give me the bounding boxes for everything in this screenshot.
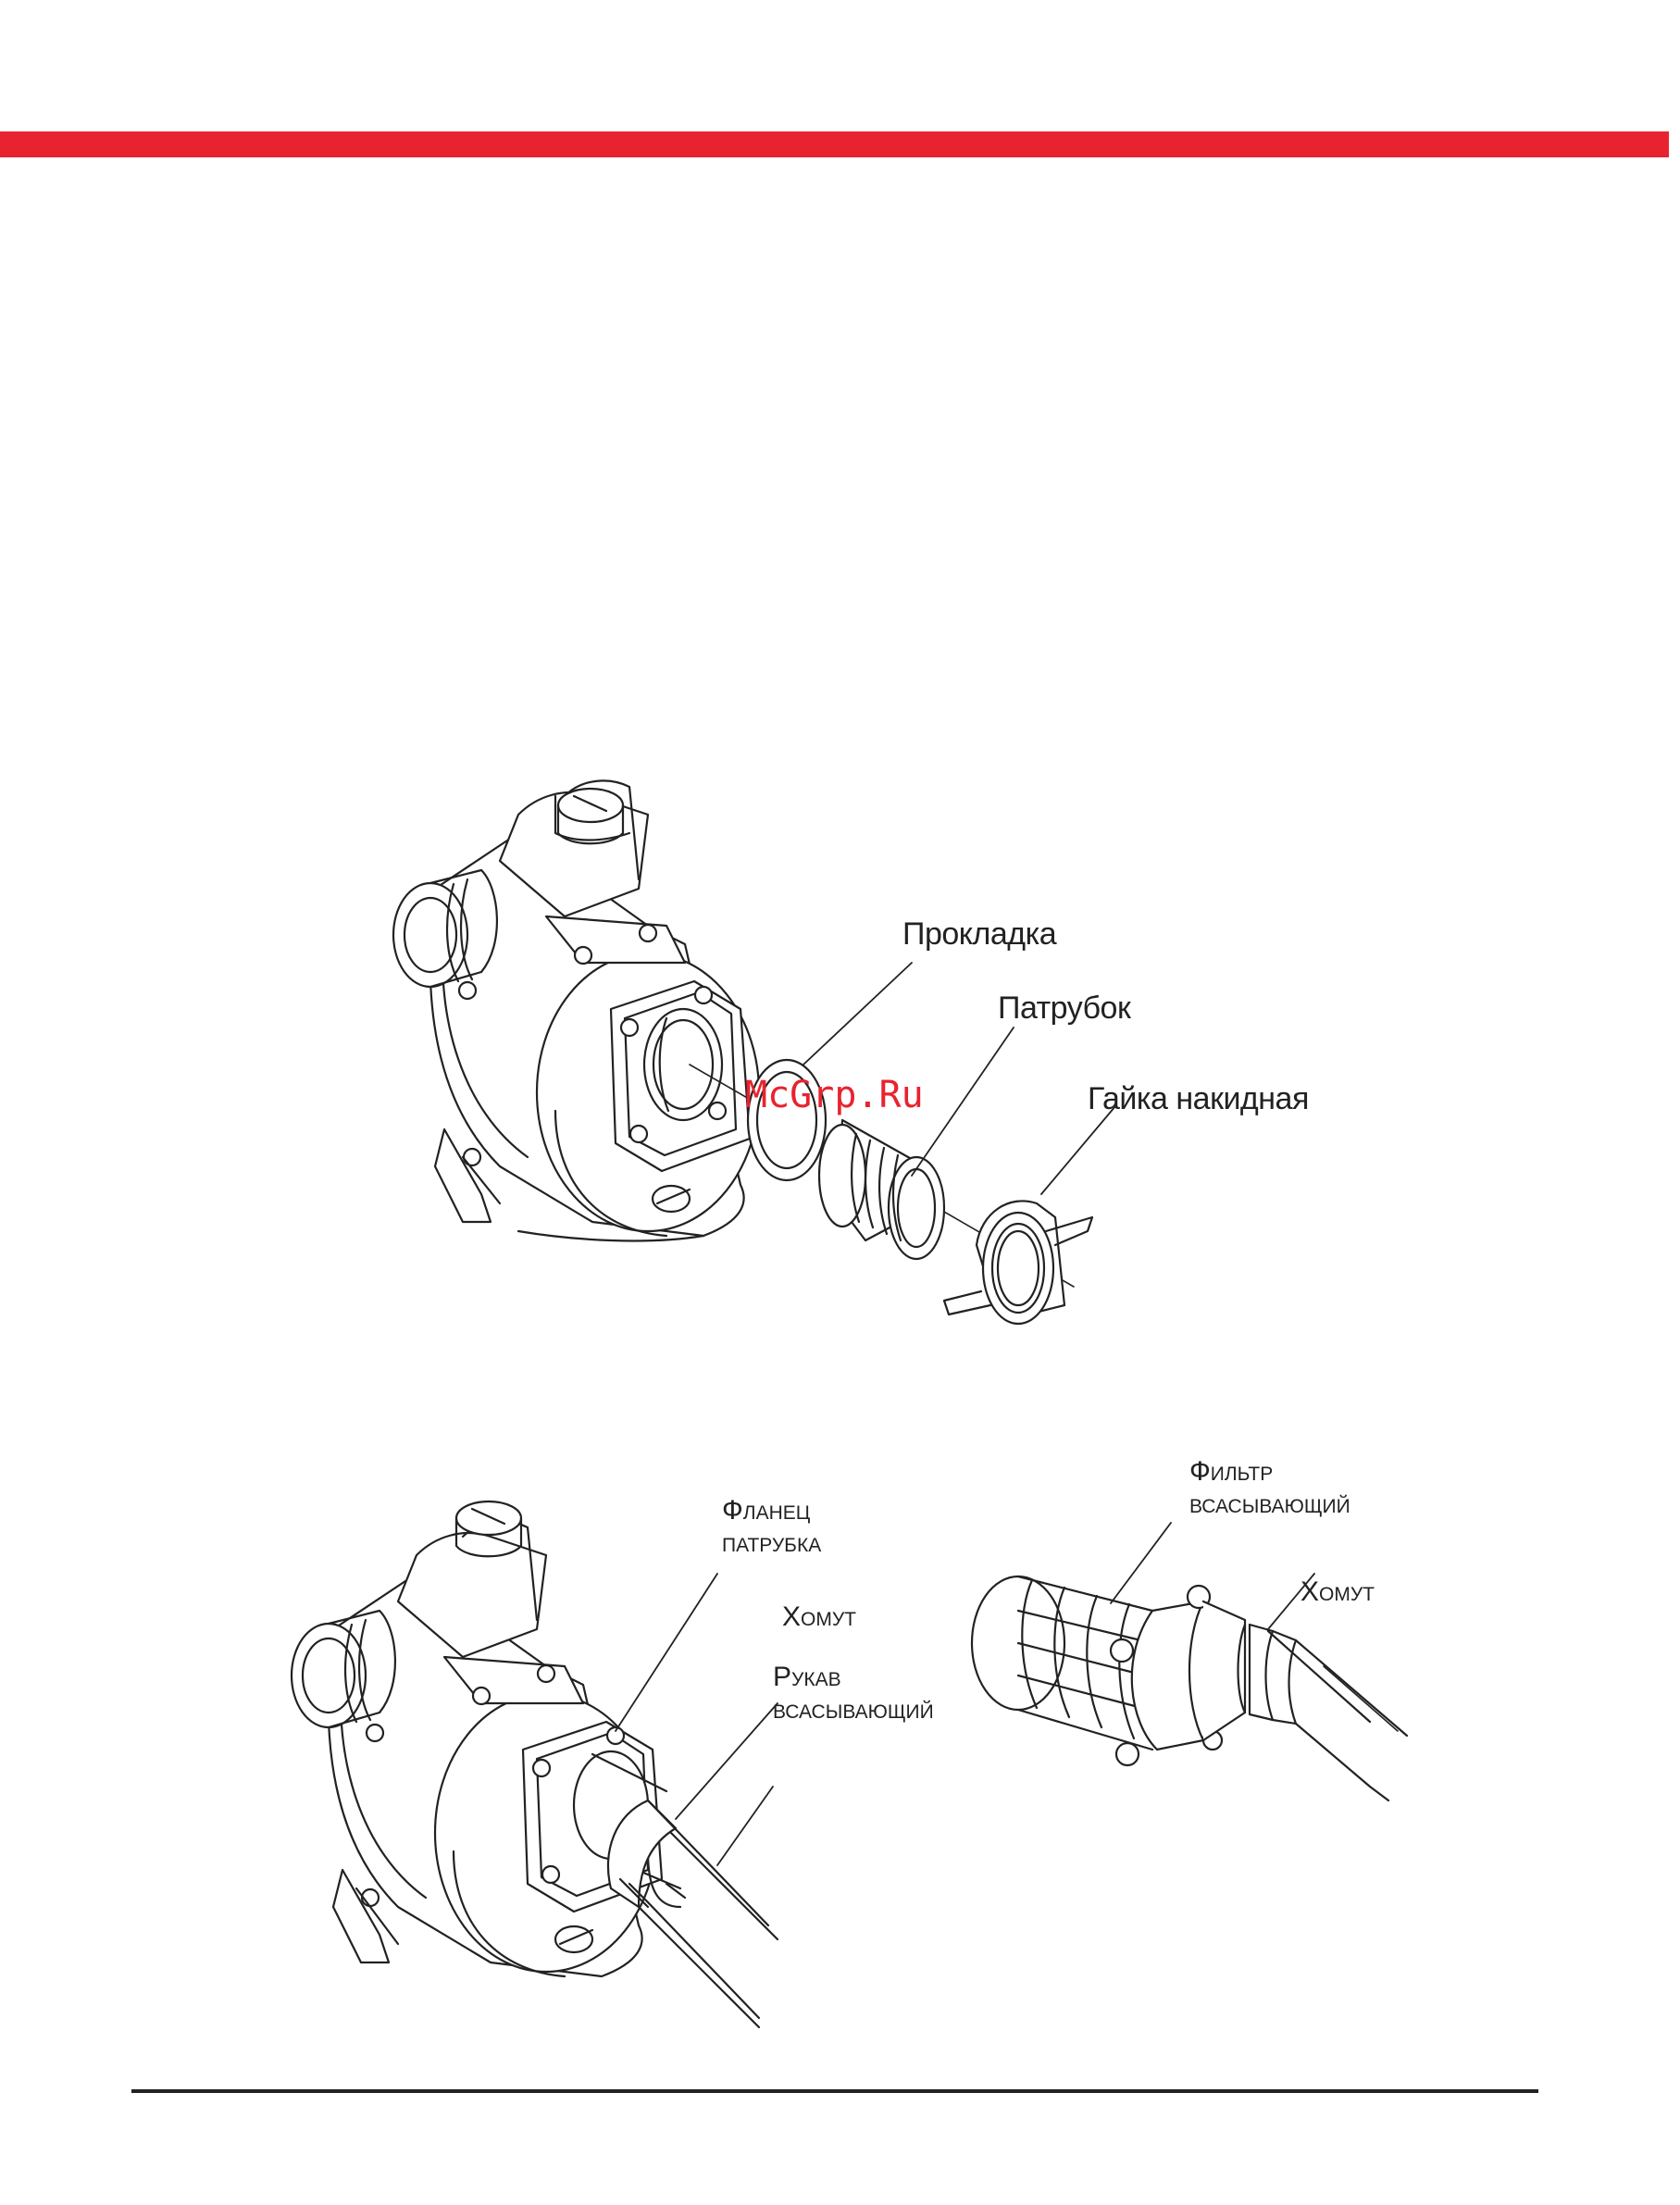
label-filter: Фильтр всасывающий <box>1189 1456 1350 1520</box>
label-filter-line2: всасывающий <box>1189 1489 1350 1521</box>
footer-rule <box>131 2089 1538 2093</box>
suction-filter-part <box>972 1576 1296 1765</box>
label-filter-line1: Фильтр <box>1189 1456 1350 1489</box>
label-clamp-right: Хомут <box>1300 1576 1375 1609</box>
